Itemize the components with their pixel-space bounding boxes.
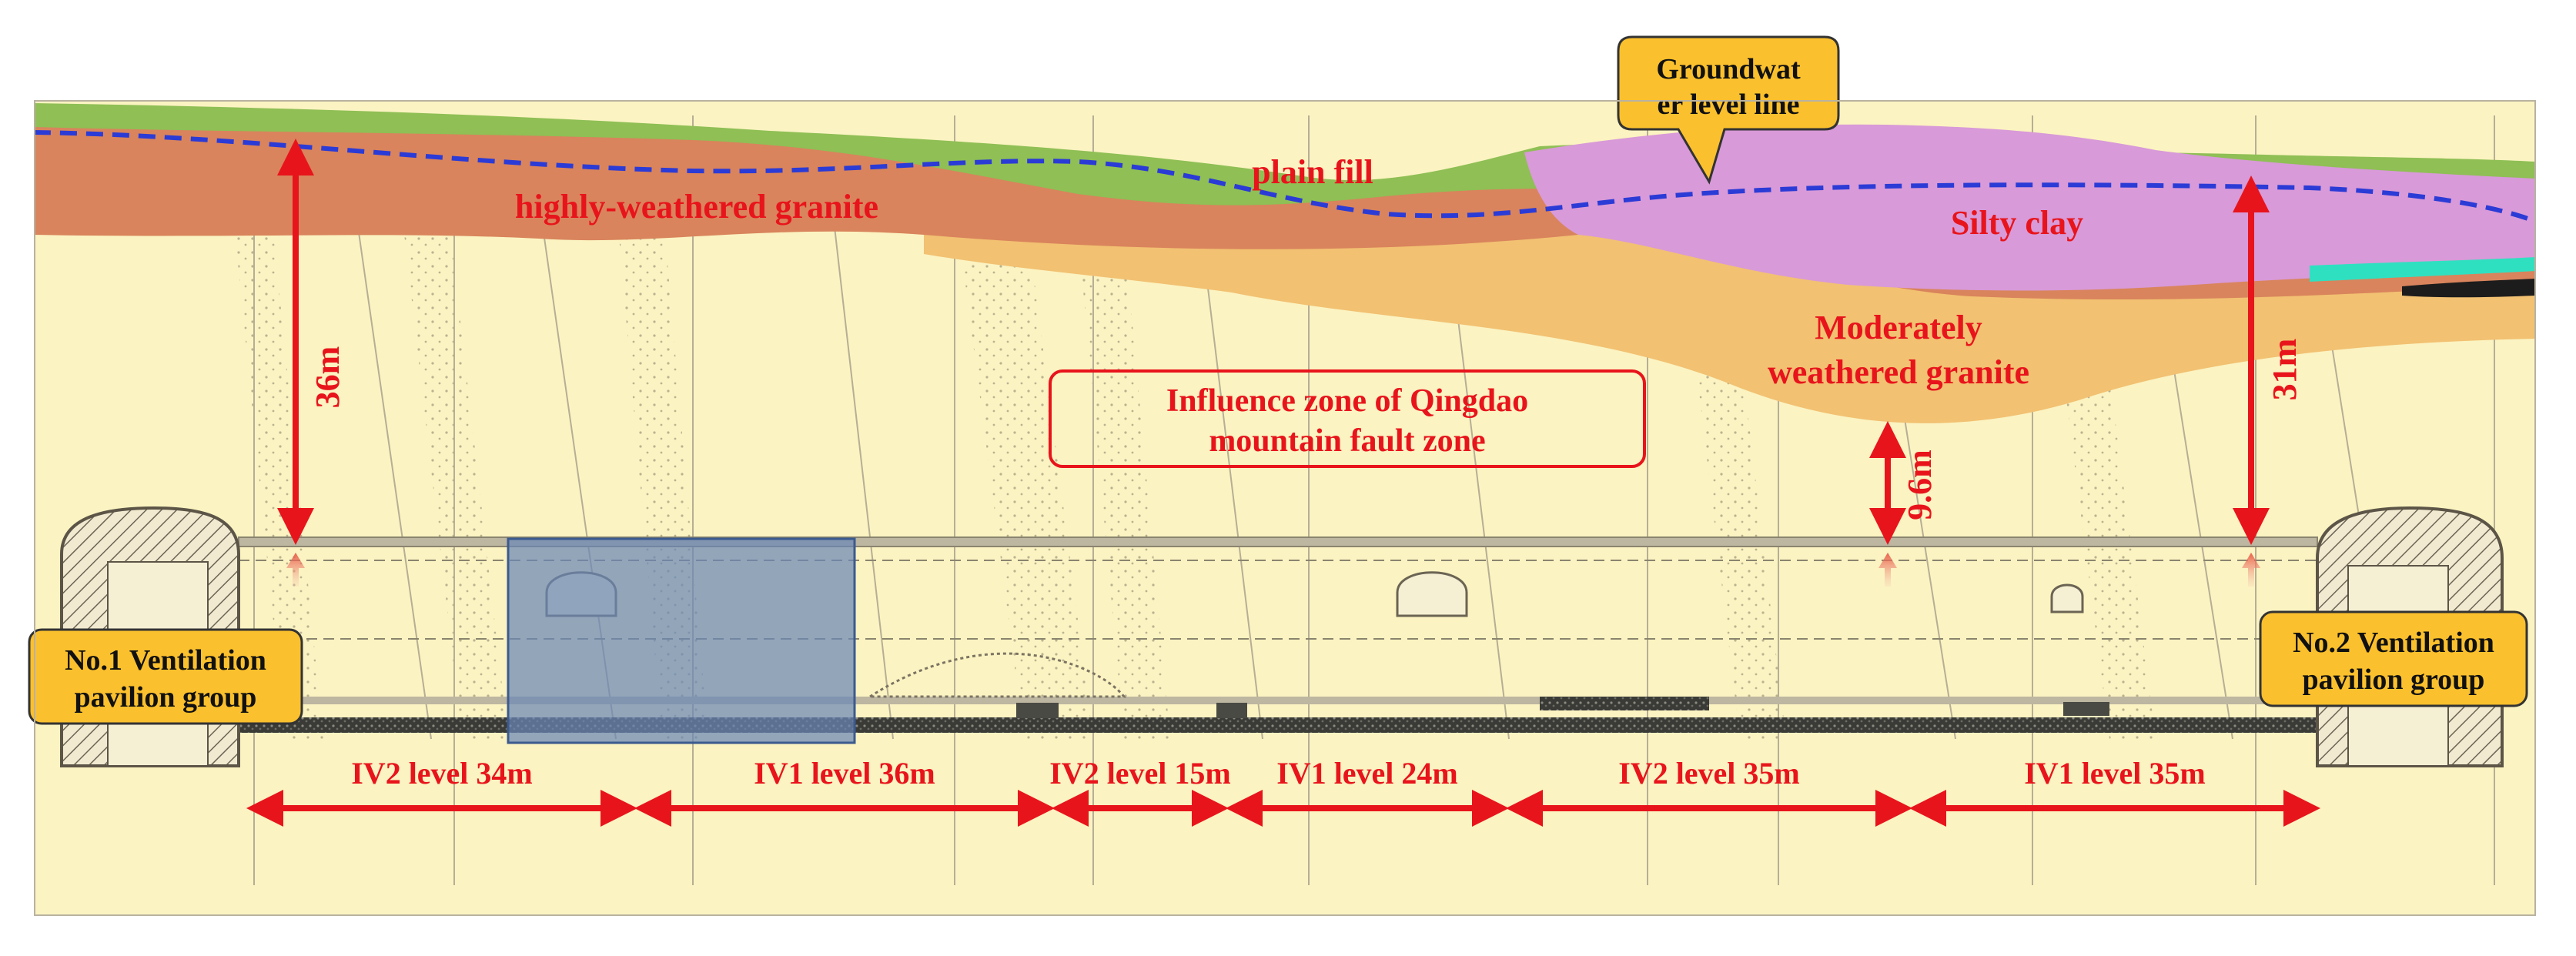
highlighted-section-box	[507, 537, 856, 744]
cyan-strip	[2310, 257, 2536, 282]
right-depth-label: 31m	[2266, 339, 2303, 401]
moderately-weathered-granite-label-line1: Moderately	[1815, 309, 1982, 346]
fault-zone-callout: Influence zone of Qingdao mountain fault…	[1049, 369, 1646, 468]
groundwater-callout-line2: er level line	[1657, 89, 1799, 121]
tunnel-bottom-band	[239, 697, 2317, 704]
vent1-callout-line2: pavilion group	[75, 681, 257, 714]
crown-indicator-arrow	[1878, 553, 1897, 587]
track-bed	[131, 717, 2340, 733]
clearance-label: 9.6m	[1901, 450, 1939, 520]
groundwater-callout-line1: Groundwat	[1656, 53, 1801, 85]
silty-clay-label: Silty clay	[1951, 204, 2083, 242]
vent2-callout-line2: pavilion group	[2303, 664, 2485, 696]
left-depth-label: 36m	[309, 346, 346, 409]
crown-indicators	[286, 553, 2260, 587]
fracture-band	[955, 200, 1093, 739]
vent2-callout-line1: No.2 Ventilation	[2293, 627, 2494, 659]
plain-fill-label: plain fill	[1252, 153, 1373, 191]
tunnel-section-profile	[2050, 583, 2084, 613]
fault-zone-line1: Influence zone of Qingdao	[1166, 383, 1528, 419]
segment-label: IV2 level 34m	[351, 756, 533, 791]
crown-indicator-arrow	[2242, 553, 2260, 587]
mound-profile	[865, 652, 1127, 698]
groundwater-callout: Groundwat er level line	[1617, 35, 1840, 185]
fault-zone-line2: mountain fault zone	[1209, 423, 1485, 459]
fracture-band	[1078, 231, 1170, 739]
vent1-callout: No.1 Ventilation pavilion group	[28, 628, 303, 725]
segment-label: IV2 level 35m	[1618, 756, 1800, 791]
crown-indicator-arrow	[286, 553, 305, 587]
vent2-callout: No.2 Ventilation pavilion group	[2259, 610, 2528, 707]
segment-label: IV1 level 24m	[1276, 756, 1458, 791]
vent1-callout-line1: No.1 Ventilation	[65, 644, 266, 677]
dark-lens	[2402, 279, 2536, 298]
moderately-weathered-granite-layer	[924, 231, 2536, 423]
moderately-weathered-granite-label-line2: weathered granite	[1768, 353, 2029, 391]
highly-weathered-granite-label: highly-weathered granite	[515, 188, 878, 226]
segment-label: IV1 level 36m	[754, 756, 935, 791]
tunnel-section-profile	[1396, 571, 1468, 617]
vertical-dimensions	[277, 139, 2270, 545]
groundwater-level-line	[33, 130, 2538, 224]
segment-label: IV2 level 15m	[1049, 756, 1231, 791]
silty-clay-layer	[1524, 124, 2536, 291]
segment-label: IV1 level 35m	[2024, 756, 2206, 791]
